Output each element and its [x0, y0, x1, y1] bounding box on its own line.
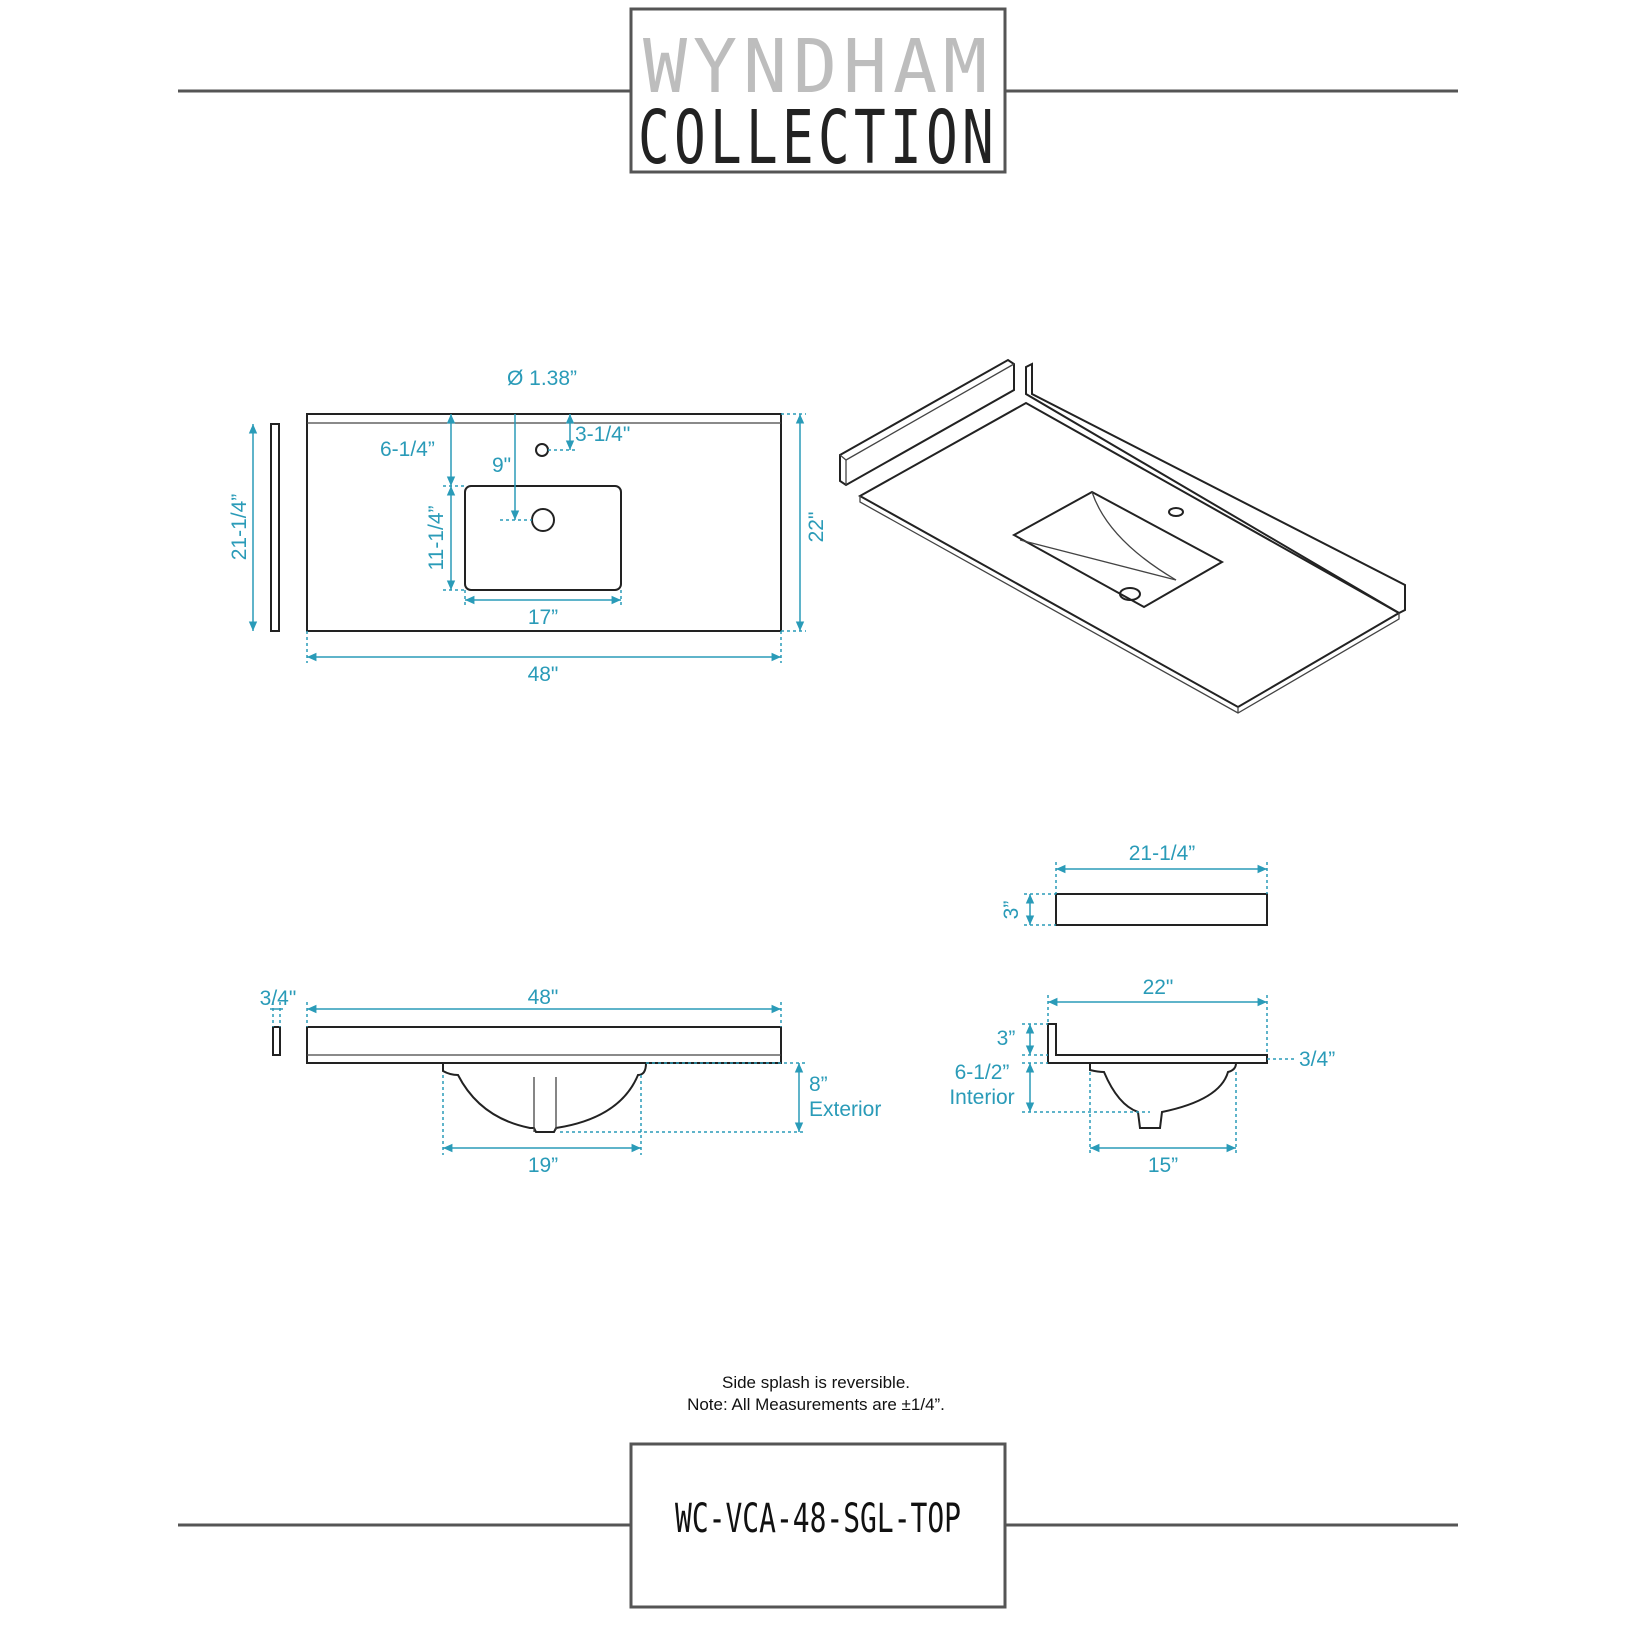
label-exterior-depth: 8”: [809, 1073, 828, 1096]
label-faucet-hole: Ø 1.38”: [507, 367, 577, 390]
iso-front-edge: [859, 496, 1400, 714]
label-splash-length: 21-1/4”: [1129, 842, 1196, 865]
label-hole-offset: 3-1/4": [575, 423, 630, 446]
logo-frame: [629, 7, 1007, 174]
label-interior: Interior: [949, 1086, 1014, 1109]
front-sink-bowl: [442, 1062, 647, 1133]
label-interior-depth: 6-1/2”: [955, 1061, 1010, 1084]
side-splash-view: 21-1/4” 3”: [1000, 842, 1268, 926]
label-side-top-thickness: 3/4”: [1299, 1048, 1335, 1071]
front-view-dimensions: [270, 1002, 806, 1155]
label-side-bowl-width: 15”: [1148, 1154, 1178, 1177]
top-view-labels: Ø 1.38” 3-1/4" 6-1/4” 9" 17” 48" 11-1/4”…: [228, 367, 828, 686]
side-sink-bowl: [1089, 1062, 1237, 1129]
model-footer: WC-VCA-48-SGL-TOP: [178, 1442, 1458, 1609]
model-frame: [629, 1442, 1007, 1609]
note-side-splash: Side splash is reversible.: [722, 1373, 910, 1392]
iso-side-splash: [839, 358, 1015, 487]
label-drain-offset: 9": [492, 454, 511, 477]
label-front-top-width: 48": [528, 986, 559, 1009]
notes: Side splash is reversible. Note: All Mea…: [687, 1373, 945, 1414]
front-view-labels: 3/4" 48" 19” 8” Exterior: [260, 986, 882, 1177]
faucet-hole: [535, 443, 549, 457]
label-top-width: 48": [528, 663, 559, 686]
label-top-depth: 22": [805, 512, 828, 543]
brand-name: WYNDHAM: [643, 24, 993, 110]
drain-hole: [531, 508, 555, 532]
label-side-splash-height: 3”: [997, 1027, 1016, 1050]
side-splash-plan: [270, 423, 280, 632]
top-view: Ø 1.38” 3-1/4" 6-1/4” 9" 17” 48" 11-1/4”…: [228, 367, 828, 686]
iso-backsplash: [1025, 362, 1406, 615]
iso-sink-bowl-curve: [1091, 491, 1177, 581]
model-number: WC-VCA-48-SGL-TOP: [675, 1496, 961, 1542]
top-view-extension-lines: [306, 413, 806, 663]
iso-faucet-hole: [1168, 507, 1184, 517]
side-view: 22" 3” 3/4” 6-1/2” Interior 15”: [949, 976, 1335, 1177]
side-splash-elevation: [1055, 893, 1268, 926]
isometric-view: [839, 358, 1406, 714]
front-splash-edge: [272, 1026, 281, 1056]
label-sink-depth: 11-1/4”: [425, 506, 448, 571]
label-sink-width: 17”: [528, 606, 558, 629]
iso-countertop: [857, 401, 1402, 709]
label-splash-height: 3”: [1000, 901, 1023, 920]
label-side-splash-length: 21-1/4”: [228, 494, 251, 561]
header: WYNDHAM COLLECTION: [178, 7, 1458, 181]
label-sink-setback: 6-1/4”: [380, 438, 435, 461]
label-exterior: Exterior: [809, 1098, 881, 1121]
brand-collection: COLLECTION: [638, 95, 998, 181]
label-front-bowl-width: 19”: [528, 1154, 558, 1177]
label-side-top-depth: 22": [1143, 976, 1174, 999]
front-countertop: [306, 1026, 782, 1064]
iso-drain: [1119, 587, 1141, 601]
note-measurements: Note: All Measurements are ±1/4”.: [687, 1395, 945, 1414]
top-view-dimensions: [248, 413, 806, 663]
countertop-plan: [306, 413, 782, 632]
sink-plan: [464, 485, 622, 591]
iso-sink-rim: [1011, 490, 1225, 609]
front-view: 3/4" 48" 19” 8” Exterior: [260, 986, 882, 1177]
label-splash-thickness: 3/4": [260, 987, 297, 1010]
side-countertop: [1047, 1023, 1268, 1064]
